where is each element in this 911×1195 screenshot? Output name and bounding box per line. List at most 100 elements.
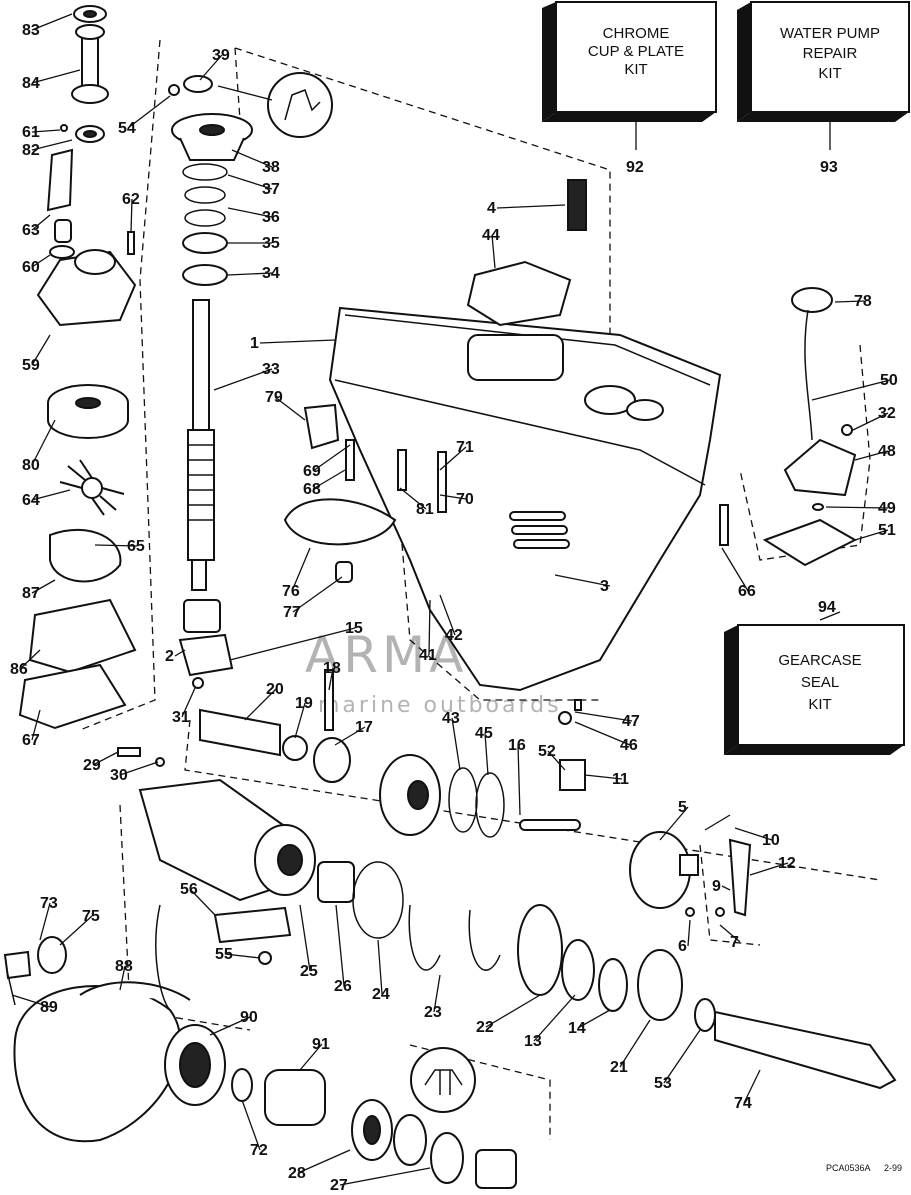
callout-15: 15 bbox=[345, 620, 363, 637]
callout-leader-48 bbox=[854, 450, 889, 461]
callout-leader-65 bbox=[94, 544, 138, 547]
callout-leader-13 bbox=[533, 994, 576, 1042]
callout-leader-45 bbox=[484, 732, 489, 776]
callout-leader-46 bbox=[574, 721, 631, 746]
callout-30: 30 bbox=[110, 767, 128, 784]
callout-46: 46 bbox=[620, 737, 638, 754]
callout-20: 20 bbox=[266, 681, 284, 698]
callout-leader-42 bbox=[439, 594, 456, 636]
callout-33: 33 bbox=[262, 361, 280, 378]
callout-70: 70 bbox=[456, 491, 474, 508]
callout-45: 45 bbox=[475, 725, 493, 742]
callout-81: 81 bbox=[416, 501, 434, 518]
callout-2: 2 bbox=[165, 648, 174, 665]
callout-90: 90 bbox=[240, 1009, 258, 1026]
drawing-code: PCA0536A bbox=[826, 1163, 871, 1173]
callout-leader-86 bbox=[19, 649, 41, 670]
callout-60: 60 bbox=[22, 259, 40, 276]
water-pump-kit-box: WATER PUMP REPAIR KIT bbox=[737, 1, 910, 122]
callout-leader-73 bbox=[39, 902, 51, 941]
callout-16: 16 bbox=[508, 737, 526, 754]
callout-73: 73 bbox=[40, 895, 58, 912]
callout-leader-44 bbox=[491, 234, 496, 269]
callout-43: 43 bbox=[442, 710, 460, 727]
driveshaft-stack bbox=[171, 75, 253, 689]
callout-87: 87 bbox=[22, 585, 40, 602]
callout-leader-25 bbox=[299, 904, 311, 972]
callout-17: 17 bbox=[355, 719, 373, 736]
callout-leader-67 bbox=[31, 709, 41, 741]
callout-5: 5 bbox=[678, 799, 687, 816]
callout-66: 66 bbox=[738, 583, 756, 600]
chrome-kit-box: CHROME CUP & PLATE KIT bbox=[542, 1, 717, 122]
callout-93: 93 bbox=[820, 159, 838, 176]
callout-leader-91 bbox=[299, 1043, 323, 1071]
callout-leader-74 bbox=[743, 1069, 761, 1104]
gearcase-seal-kit-box: GEARCASE SEAL KIT bbox=[724, 624, 905, 755]
callout-leader-88 bbox=[119, 965, 126, 991]
callout-leader-28 bbox=[297, 1149, 351, 1174]
callout-3: 3 bbox=[600, 578, 609, 595]
propeller-parts bbox=[3, 904, 517, 1189]
callout-62: 62 bbox=[122, 191, 140, 208]
water-pump-kit-line-3: KIT bbox=[818, 65, 841, 82]
callout-leader-66 bbox=[721, 547, 749, 592]
callout-28: 28 bbox=[288, 1165, 306, 1182]
callout-leader-68 bbox=[312, 469, 346, 490]
callout-50: 50 bbox=[880, 372, 898, 389]
callout-leader-2 bbox=[174, 649, 186, 657]
callout-leader-12 bbox=[749, 862, 789, 876]
callout-39: 39 bbox=[212, 47, 230, 64]
callout-leader-62 bbox=[130, 198, 133, 233]
callout-leader-83 bbox=[31, 13, 73, 31]
callout-leader-63 bbox=[31, 214, 51, 231]
callout-leader-82 bbox=[31, 139, 73, 151]
callout-52: 52 bbox=[538, 743, 556, 760]
callout-leader-49 bbox=[825, 506, 889, 509]
callout-37: 37 bbox=[262, 181, 280, 198]
callout-leader-33 bbox=[213, 368, 273, 391]
callout-11: 11 bbox=[612, 771, 629, 788]
callout-34: 34 bbox=[262, 265, 280, 282]
callout-59: 59 bbox=[22, 357, 40, 374]
callout-leader-72 bbox=[241, 1099, 261, 1151]
callout-leader-16 bbox=[517, 744, 521, 816]
callout-leader-15 bbox=[229, 627, 356, 661]
callout-76: 76 bbox=[282, 583, 300, 600]
callout-leader-47 bbox=[574, 711, 633, 722]
callout-leader-24 bbox=[377, 939, 383, 995]
detail-circles bbox=[217, 72, 476, 1113]
propshaft-parts bbox=[138, 778, 897, 1090]
callout-leader-11 bbox=[584, 774, 623, 780]
callout-41: 41 bbox=[419, 647, 437, 664]
callout-47: 47 bbox=[622, 713, 640, 730]
callout-leader-54 bbox=[127, 95, 171, 129]
callout-leader-31 bbox=[181, 687, 196, 718]
speedometer-parts bbox=[762, 287, 858, 567]
callout-36: 36 bbox=[262, 209, 280, 226]
callout-leader-84 bbox=[31, 69, 81, 84]
gear-parts bbox=[117, 669, 752, 917]
callout-53: 53 bbox=[654, 1075, 672, 1092]
callout-14: 14 bbox=[568, 1020, 586, 1037]
callout-leader-80 bbox=[31, 419, 56, 466]
callout-55: 55 bbox=[215, 946, 233, 963]
callout-69: 69 bbox=[303, 463, 321, 480]
callout-65: 65 bbox=[127, 538, 145, 555]
callout-leader-41 bbox=[428, 599, 431, 656]
callout-75: 75 bbox=[82, 908, 100, 925]
callout-leader-3 bbox=[554, 574, 611, 587]
callout-leader-21 bbox=[619, 1019, 651, 1068]
callout-leader-36 bbox=[227, 207, 273, 218]
callout-9: 9 bbox=[712, 878, 721, 895]
callout-13: 13 bbox=[524, 1033, 542, 1050]
callout-leader-52 bbox=[547, 750, 566, 771]
callout-94: 94 bbox=[818, 599, 836, 616]
callout-6: 6 bbox=[678, 938, 687, 955]
callout-22: 22 bbox=[476, 1019, 494, 1036]
callout-61: 61 bbox=[22, 124, 40, 141]
callout-leader-43 bbox=[451, 717, 461, 771]
callout-91: 91 bbox=[312, 1036, 330, 1053]
callout-67: 67 bbox=[22, 732, 40, 749]
